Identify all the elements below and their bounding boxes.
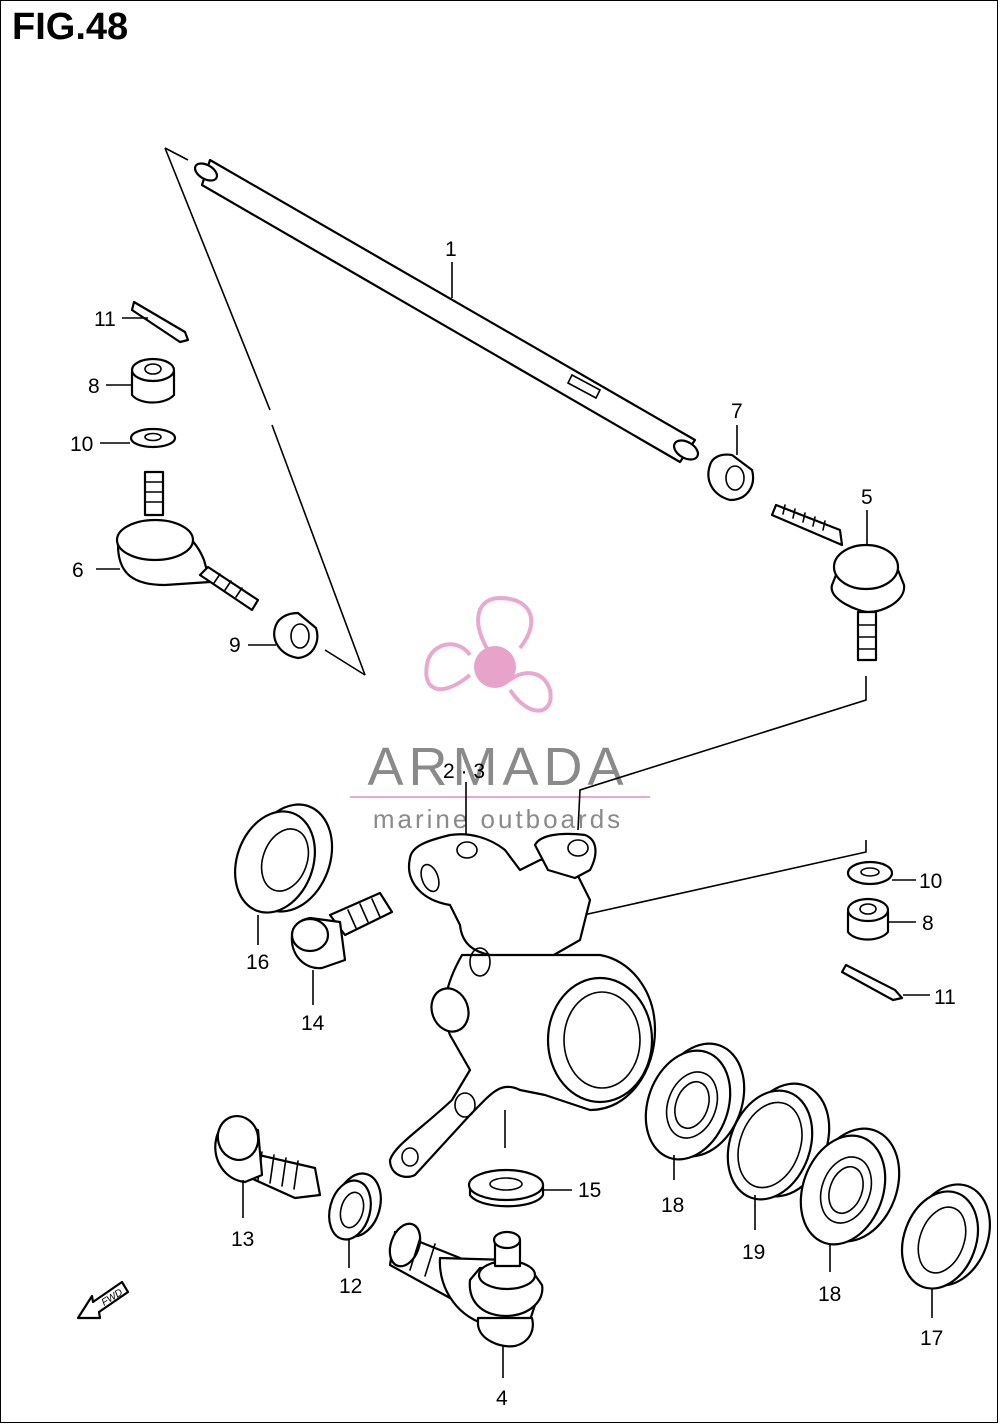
- callout-18-mid: 18: [661, 1194, 684, 1217]
- watermark-tagline: marine outboards: [373, 804, 623, 834]
- callout-5: 5: [861, 486, 873, 509]
- callout-1: 1: [445, 238, 457, 261]
- part-10-washer-right: [846, 860, 916, 886]
- part-2-3-knuckle: [388, 782, 657, 1178]
- callout-2-3: 2 · 3: [443, 760, 485, 783]
- callout-11-left: 11: [94, 308, 116, 331]
- part-9-nut-left: [248, 611, 319, 660]
- callout-14: 14: [301, 1012, 325, 1035]
- part-12-bushing: [328, 1172, 382, 1268]
- callout-19: 19: [742, 1241, 765, 1264]
- armada-watermark: ARMADA marine outboards: [350, 595, 650, 834]
- callout-8-right: 8: [922, 912, 934, 935]
- part-14-bolt: [290, 891, 394, 1005]
- part-8-castle-nut-right: [846, 897, 916, 941]
- part-10-washer-left: [100, 427, 177, 449]
- part-1-tie-rod: [193, 158, 700, 464]
- callout-17: 17: [920, 1327, 943, 1350]
- callout-18-right: 18: [818, 1283, 841, 1306]
- assembly-lines: [164, 147, 867, 919]
- callout-10-right: 10: [919, 870, 942, 893]
- part-19-spacer: [726, 1082, 831, 1230]
- callout-10-left: 10: [70, 433, 93, 456]
- callout-8-left: 8: [88, 375, 100, 398]
- part-11-cotter-pin-right: [840, 963, 930, 1002]
- callout-labels: 1 2 · 3 4 5 6 7 8 8 9 10 10 11 11 12 13 …: [70, 238, 956, 1410]
- callout-15: 15: [578, 1179, 601, 1202]
- part-7-nut: [707, 425, 755, 502]
- figure-title: FIG.48: [12, 6, 129, 48]
- part-5-tie-rod-end: [770, 503, 906, 662]
- propeller-hub-icon: [474, 646, 516, 688]
- callout-12: 12: [339, 1275, 362, 1298]
- part-18-bearing-right: [799, 1127, 901, 1272]
- fwd-arrow-icon: FWD: [76, 1280, 130, 1320]
- part-17-oil-seal: [900, 1183, 991, 1318]
- callout-7: 7: [731, 400, 743, 423]
- callout-11-right: 11: [934, 986, 956, 1009]
- callout-6: 6: [72, 559, 84, 582]
- part-13-bolt: [214, 1115, 322, 1218]
- part-8-castle-nut-left: [106, 357, 176, 404]
- part-15-washer: [467, 1168, 572, 1208]
- part-11-cotter-pin-left: [122, 300, 190, 344]
- callout-16: 16: [246, 951, 269, 974]
- part-18-bearing-mid: [644, 1042, 746, 1180]
- callout-9: 9: [229, 634, 241, 657]
- propeller-logo-icon: [424, 595, 553, 713]
- part-6-tie-rod-end-left: [96, 470, 260, 612]
- callout-4: 4: [496, 1387, 508, 1410]
- callout-13: 13: [231, 1228, 254, 1251]
- part-4-ball-joint: [388, 1222, 544, 1378]
- watermark-brand: ARMADA: [367, 737, 628, 797]
- part-16-oil-seal: [234, 803, 334, 945]
